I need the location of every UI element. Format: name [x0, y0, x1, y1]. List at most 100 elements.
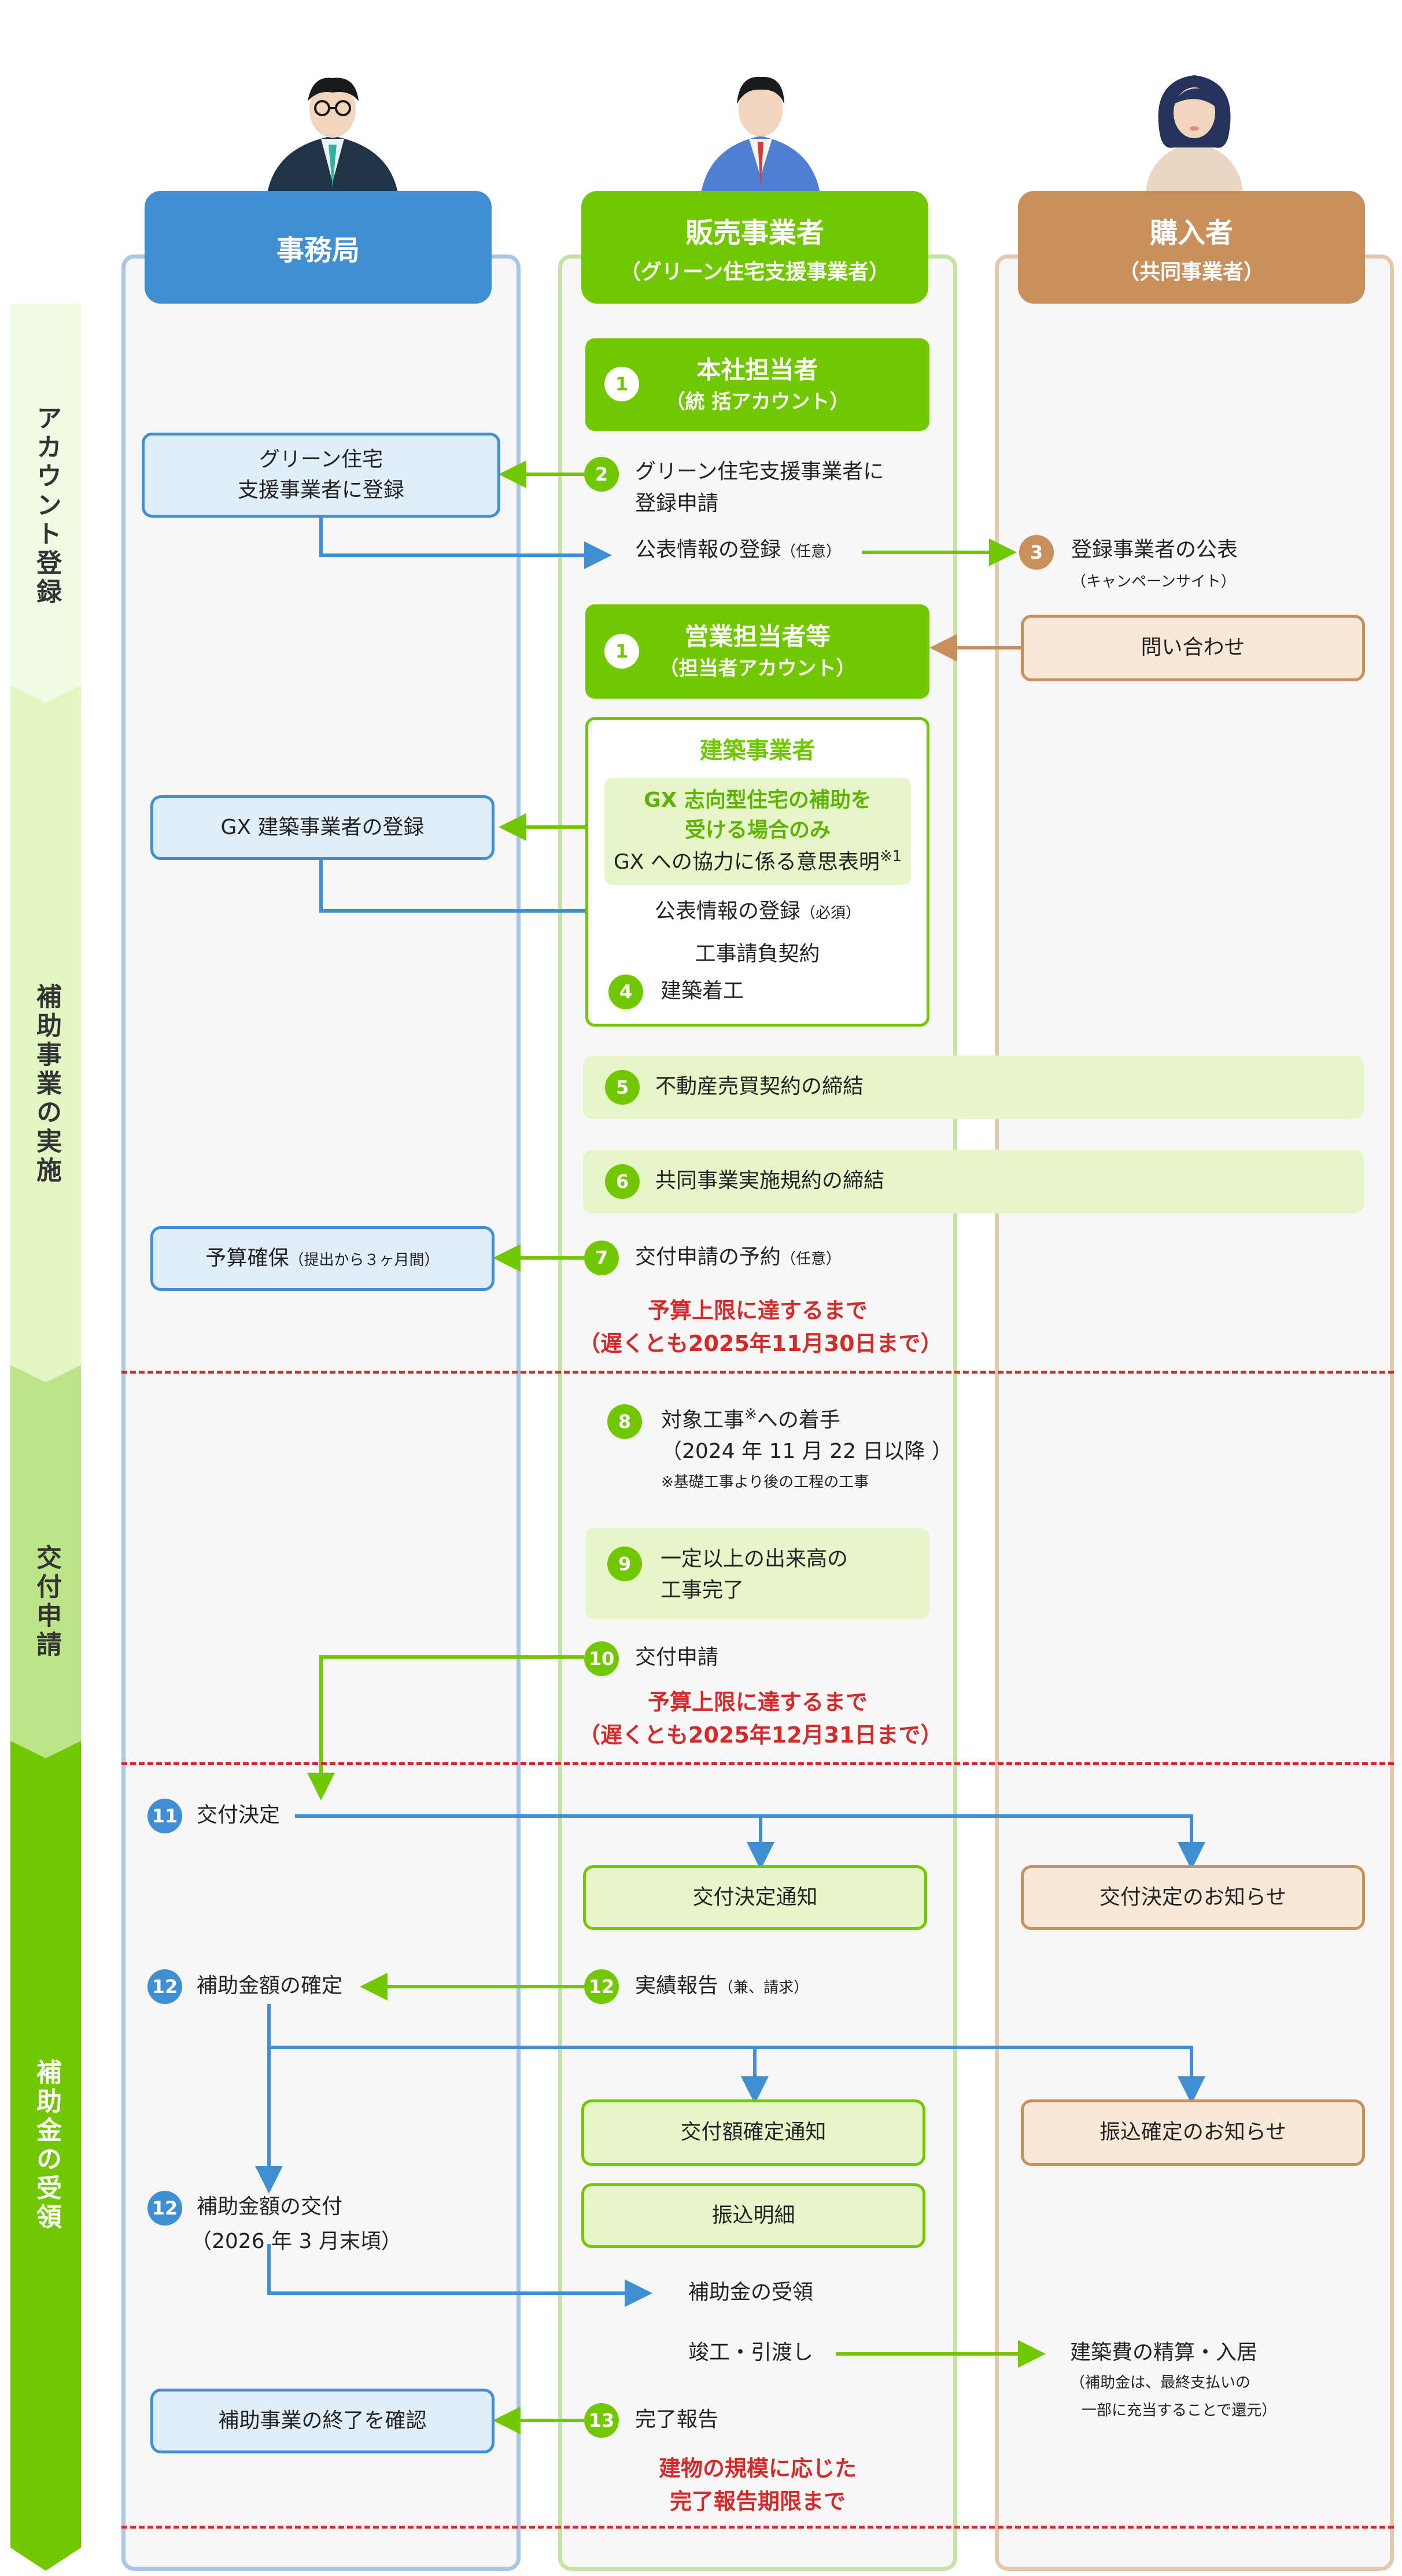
payment-line2: （2026 年 3 月末頃） — [191, 2230, 402, 2253]
arrow-confirm-notices — [267, 2004, 1205, 2104]
settle-text: 建築費の精算・入居 — [1070, 2341, 1258, 2364]
phase-band-apply — [10, 1365, 81, 1758]
end-confirm-text: 補助事業の終了を確認 — [218, 2408, 427, 2433]
budget-text: 予算確保 — [205, 1246, 289, 1270]
lane-header-buyer: 購入者 （共同事業者） — [1018, 191, 1365, 304]
phase-band-receive — [10, 1741, 81, 2571]
settle-note2: 一部に充当することで還元） — [1082, 2402, 1277, 2419]
start-work-tail: への着手 — [757, 1408, 840, 1432]
payment-line1: 補助金額の交付 — [197, 2195, 343, 2219]
lane-subtitle-seller: （グリーン住宅支援事業者） — [619, 260, 890, 284]
reg-apply-line2: 登録申請 — [635, 492, 719, 515]
settle-note1: （補助金は、最終支払いの — [1070, 2374, 1251, 2392]
badge-payment: 12 — [147, 2191, 182, 2226]
builder-contract: 工事請負契約 — [695, 942, 820, 966]
badge-buyer-publish: 3 — [1019, 535, 1054, 570]
lane-title-buyer: 購入者 — [1149, 216, 1233, 249]
transfer-info-text: 振込確定のお知らせ — [1099, 2120, 1287, 2145]
badge-confirm: 12 — [147, 1969, 182, 2004]
gx-condition-line1: GX 志向型住宅の補助を — [644, 788, 872, 813]
decision-info-box: 交付決定のお知らせ — [1021, 1865, 1365, 1930]
start-work-sup: ※ — [744, 1406, 757, 1423]
start-work-note: ※基礎工事より後の工程の工事 — [661, 1474, 869, 1491]
badge-decision: 11 — [147, 1799, 182, 1833]
deadline2-line2: （遅くとも2025年12月31日まで） — [578, 1722, 943, 1748]
transfer-info-box: 振込確定のお知らせ — [1021, 2099, 1365, 2166]
hq-account-sub: （統 括アカウント） — [665, 390, 850, 414]
reserve-note: （任意） — [781, 1250, 842, 1268]
builder-publish-note: （必須） — [800, 905, 861, 922]
gx-register-box: GX 建築事業者の登録 — [150, 795, 495, 860]
office-register-line2: 支援事業者に登録 — [237, 478, 404, 502]
deadline-separator-3 — [121, 2526, 1394, 2529]
buyer-avatar — [1145, 75, 1244, 201]
phase-label-account: アカウント登録 — [32, 405, 61, 607]
gx-condition-box: GX 志向型住宅の補助を 受ける場合のみ GX への協力に係る意思表明※1 — [604, 778, 911, 885]
builder-title: 建築事業者 — [699, 737, 816, 764]
amount-notice-text: 交付額確定通知 — [680, 2120, 827, 2145]
deadline3-line2: 完了報告期限まで — [669, 2489, 846, 2514]
deadline1: 予算上限に達するまで （遅くとも2025年11月30日まで） — [578, 1294, 943, 1360]
office-register-line1: グリーン住宅 — [259, 448, 383, 472]
publish-info-note: （任意） — [781, 543, 842, 560]
office-register-box: グリーン住宅 支援事業者に登録 — [142, 433, 500, 518]
phase-label-implement: 補助事業の実施 — [32, 983, 61, 1186]
deadline-separator-2 — [121, 1762, 1394, 1765]
arrow-decision — [295, 1814, 1205, 1870]
office-staff-avatar — [266, 77, 399, 201]
gx-intent-note: ※1 — [879, 847, 902, 865]
seller-staff-avatar — [700, 76, 821, 201]
transfer-detail-box: 振込明細 — [581, 2183, 925, 2248]
badge-hq-account: 1 — [604, 367, 639, 401]
badge-complete: 13 — [584, 2403, 619, 2438]
gx-intent-text: GX への協力に係る意思表明 — [613, 850, 880, 874]
decision-info-text: 交付決定のお知らせ — [1099, 1885, 1287, 1909]
joint-box: 6 共同事業実施規約の締結 — [583, 1150, 1364, 1213]
end-confirm-box: 補助事業の終了を確認 — [150, 2389, 495, 2453]
badge-progress: 9 — [607, 1547, 642, 1581]
deadline1-line1: 予算上限に達するまで — [647, 1298, 868, 1323]
lane-title-seller: 販売事業者 — [685, 216, 824, 249]
lane-title-office: 事務局 — [276, 234, 360, 267]
phase-band-implement — [10, 685, 81, 1382]
decision-text: 交付決定 — [197, 1803, 281, 1827]
budget-box: 予算確保（提出から３ヶ月間） — [150, 1226, 495, 1291]
buyer-publish-note: （キャンペーンサイト） — [1071, 573, 1236, 591]
phase-label-apply: 交付申請 — [32, 1544, 61, 1660]
publish-info: 公表情報の登録（任意） — [635, 535, 841, 565]
hq-account-box: 本社担当者 （統 括アカウント） — [585, 338, 929, 431]
progress-line2: 工事完了 — [661, 1578, 744, 1602]
decision-notice-text: 交付決定通知 — [692, 1885, 818, 1909]
realestate-box: 5 不動産売買契約の締結 — [583, 1056, 1364, 1119]
build-start-text: 建築着工 — [661, 979, 744, 1003]
deadline3: 建物の規模に応じた 完了報告期限まで — [578, 2452, 937, 2518]
report-text: 実績報告 — [635, 1974, 719, 1998]
joint-text: 共同事業実施規約の締結 — [655, 1169, 885, 1193]
phase-band-account — [10, 304, 81, 703]
deadline3-line1: 建物の規模に応じた — [658, 2456, 857, 2481]
reg-apply-line1: グリーン住宅支援事業者に — [635, 460, 884, 484]
gx-intent: GX への協力に係る意思表明※1 — [614, 846, 902, 877]
budget: 予算確保（提出から３ヶ月間） — [205, 1243, 439, 1274]
complete-text: 完了報告 — [635, 2408, 719, 2431]
lane-header-seller: 販売事業者 （グリーン住宅支援事業者） — [581, 191, 928, 304]
badge-joint: 6 — [605, 1164, 640, 1199]
deadline2: 予算上限に達するまで （遅くとも2025年12月31日まで） — [578, 1686, 943, 1752]
badge-apply: 10 — [584, 1641, 619, 1676]
apply-text: 交付申請 — [635, 1645, 719, 1669]
gx-condition-line2: 受ける場合のみ — [684, 818, 831, 843]
lane-office — [121, 254, 521, 2571]
badge-sales-account: 1 — [604, 634, 639, 669]
publish-info-label: 公表情報の登録 — [635, 538, 781, 562]
decision-notice-box: 交付決定通知 — [583, 1865, 927, 1930]
deadline-separator-1 — [121, 1371, 1394, 1374]
arrow-apply — [307, 1655, 584, 1800]
builder-publish: 公表情報の登録（必須） — [655, 896, 861, 927]
start-work-text: 対象工事 — [661, 1408, 745, 1432]
inquiry-text: 問い合わせ — [1141, 636, 1245, 660]
realestate-text: 不動産売買契約の締結 — [655, 1075, 864, 1098]
badge-report: 12 — [584, 1969, 619, 2004]
arrow-office-publish — [319, 518, 612, 569]
start-work-line1: 対象工事※への着手 — [661, 1404, 840, 1435]
